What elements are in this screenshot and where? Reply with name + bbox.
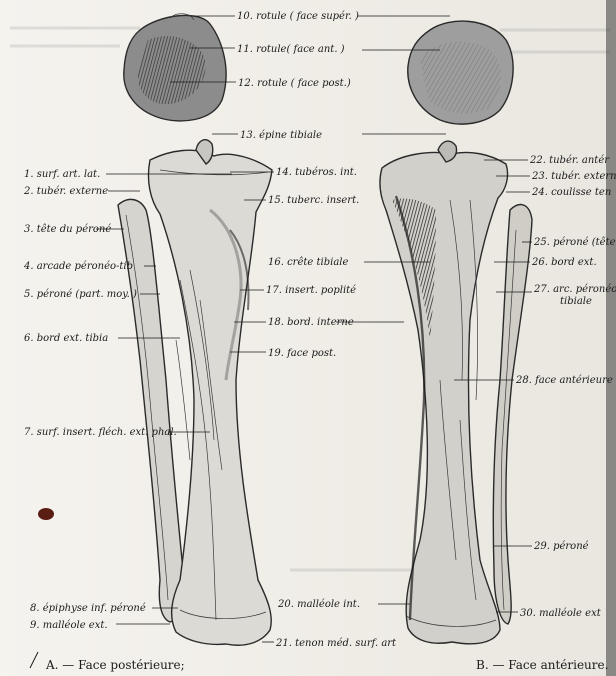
label-12: 12. rotule ( face post.) [238, 78, 351, 89]
caption-b: B. — Face antérieure. [476, 658, 608, 672]
label-5: 5. péroné (part. moy. ) [24, 289, 137, 300]
label-28: 28. face antérieure [515, 375, 613, 386]
label-19: 19. face post. [268, 348, 336, 359]
label-2: 2. tubér. externe [23, 186, 108, 197]
label-3: 3. tête du péroné [24, 224, 111, 235]
label-23: 23. tubér. extern [531, 171, 616, 182]
label-13: 13. épine tibiale [240, 130, 322, 141]
label-30: 30. malléole ext [520, 608, 602, 619]
label-14: 14. tubéros. int. [276, 167, 357, 178]
label-10: 10. rotule ( face supér. ) [237, 11, 359, 22]
label-8: 8. épiphyse inf. péroné [30, 603, 146, 614]
labels: 10. rotule ( face supér. ) 11. rotule( f… [23, 11, 616, 649]
label-17: 17. insert. poplité [266, 285, 356, 296]
label-7: 7. surf. insert. fléch. ext. phal. [24, 427, 177, 438]
tibia-posterior-view [118, 140, 272, 645]
patella-posterior [124, 14, 226, 121]
label-16: 16. crête tibiale [268, 257, 348, 268]
label-4: 4. arcade péronéo-tib [23, 261, 133, 272]
label-18: 18. bord. interne [268, 317, 354, 328]
label-27-cont: tibiale [560, 296, 592, 307]
label-27: 27. arc. péronéo [533, 284, 616, 295]
label-29: 29. péroné [533, 541, 589, 552]
label-6: 6. bord ext. tibia [24, 333, 108, 344]
page-edge-shadow [606, 0, 616, 676]
tibia-anterior-view [380, 141, 532, 644]
label-20: 20. malléole int. [277, 599, 360, 610]
label-26: 26. bord ext. [531, 257, 597, 268]
patella-anterior [408, 21, 513, 124]
label-1: 1. surf. art. lat. [24, 169, 100, 180]
label-11: 11. rotule( face ant. ) [237, 44, 345, 55]
caption-mark [30, 652, 38, 668]
ink-spot [38, 508, 54, 520]
caption-a: A. — Face postérieure; [45, 658, 185, 672]
label-21: 21. tenon méd. surf. art [275, 638, 397, 649]
label-22: 22. tubér. antér [529, 155, 610, 166]
label-9: 9. malléole ext. [30, 620, 108, 631]
label-25: 25. péroné (tête [533, 237, 616, 248]
label-24: 24. coulisse ten [531, 187, 611, 198]
label-15: 15. tuberc. insert. [268, 195, 359, 206]
